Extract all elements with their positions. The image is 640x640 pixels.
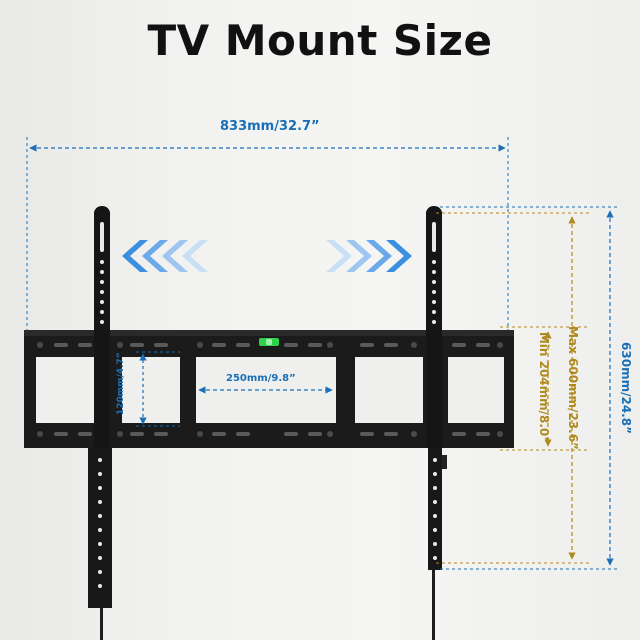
overall-height-label: 630mm/24.8” [618,318,633,458]
min-vertical-text: Min 204mm/8.0” [537,331,551,445]
vesa-vertical-text: 120mm/4.7” [116,352,126,415]
page-title: TV Mount Size [147,16,493,65]
left-tv-arm [88,206,112,640]
chevron-right-icon [326,240,412,272]
vesa-horizontal-label: 250mm/9.8” [226,373,296,384]
vesa-vertical-label: 120mm/4.7” [116,352,129,415]
vesa-vertical-dimension [136,351,180,427]
max-vertical-dimension [436,212,590,564]
overall-width-label: 833mm/32.7” [220,119,320,134]
bubble-level-icon [259,338,279,346]
overall-height-dimension [440,206,618,570]
chevron-left-icon [122,240,208,272]
overall-width-dimension [26,137,509,330]
max-vertical-text: Max 600mm/23.6” [566,326,580,450]
overall-height-text: 630mm/24.8” [619,342,633,434]
max-vertical-label: Max 600mm/23.6” [565,318,580,458]
min-vertical-label: Min 204mm/8.0” [536,326,551,450]
right-tv-arm [426,206,447,640]
